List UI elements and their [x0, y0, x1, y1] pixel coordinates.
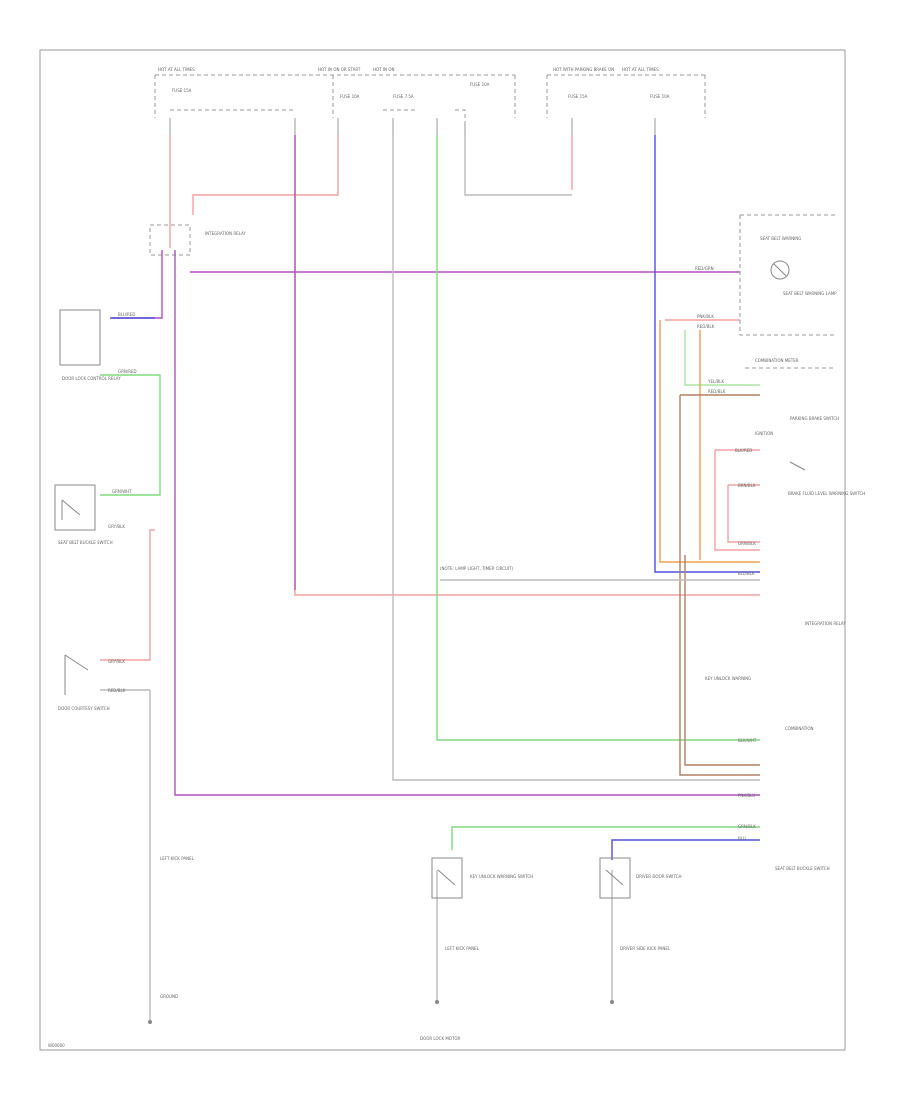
wire-brown-1 [679, 394, 760, 776]
wire-gray-5 [436, 870, 613, 1000]
wire-red-long [294, 135, 760, 596]
wire-code-1: BLU/RED [118, 312, 135, 317]
wire-green-4 [684, 330, 760, 386]
wire-code-6: RED/BLK [108, 688, 126, 693]
label-fuse-6: FUSE 10A [650, 94, 670, 99]
label-right-connector-b: COMBINATION [785, 726, 814, 731]
label-top-mid-group-2: HOT IN ON [373, 67, 394, 72]
wire-code-3: GRN/WHT [112, 489, 132, 494]
seat-belt-warning-box [739, 214, 835, 336]
wire-code-18: GRN/BLK [738, 824, 756, 829]
wire-code-5: GRY/BLK [108, 659, 125, 664]
wire-code-7: RED/GRN [695, 266, 714, 271]
label-bottom-mid-2: LEFT KICK PANEL [445, 946, 480, 951]
fuse-box-top-right [546, 74, 706, 118]
key-unlock-switch-box [431, 857, 463, 899]
wire-red-left [100, 529, 155, 661]
label-right-seat-belt-lamp: SEAT BELT WARNING LAMP [783, 291, 837, 296]
label-right-key-unlock: KEY UNLOCK WARNING [705, 676, 751, 681]
wire-green-3 [100, 374, 161, 496]
label-top-right-group: HOT WITH PARKING BRAKE ON [553, 67, 614, 72]
label-bottom-left-1: LEFT KICK PANEL [160, 856, 195, 861]
wire-code-19: BLU [738, 836, 746, 841]
label-right-combination-meter: COMBINATION METER [755, 358, 799, 363]
seat-belt-buckle-box [54, 484, 96, 531]
fuse-bracket-2 [383, 109, 466, 125]
lamp-cross [773, 263, 787, 277]
wire-brown-2 [684, 555, 760, 766]
wire-blue-2 [611, 839, 760, 860]
label-fuse-3: FUSE 7.5A [393, 94, 414, 99]
wire-code-13: BRN/BLK [738, 483, 756, 488]
diagram-frame [39, 49, 846, 1051]
label-bottom-left-2: GROUND [160, 994, 178, 999]
wire-red-right [714, 449, 760, 551]
fuse-box-top-left [154, 74, 516, 118]
wire-purple-4 [112, 250, 163, 319]
wire-blue-1 [654, 135, 760, 573]
wire-code-4: GRY/BLK [108, 524, 125, 529]
wire-code-16: BLK/WHT [738, 738, 757, 743]
wire-gray-1 [392, 135, 760, 781]
label-fuse-2: FUSE 10A [340, 94, 360, 99]
label-bottom-mid-3: DOOR LOCK MOTOR [420, 1036, 461, 1041]
wire-code-10: YEL/BLK [707, 379, 725, 384]
label-bottom-right-1: DRIVER DOOR SWITCH [636, 874, 681, 879]
label-left-unit-1: DOOR LOCK CONTROL RELAY [62, 376, 121, 381]
wire-code-8: PNK/BLK [697, 314, 714, 319]
footer-code: W00000 [48, 1043, 65, 1048]
parking-switch-icon [789, 461, 806, 471]
wire-code-2: GRN/RED [118, 369, 137, 374]
ground-icon-2 [435, 1000, 439, 1004]
door-switch-icon [64, 654, 89, 695]
wire-red-right-2 [727, 484, 760, 543]
wire-green-1 [436, 135, 760, 741]
wire-code-15: BLU/BLK [738, 571, 755, 576]
label-right-ecu: INTEGRATION RELAY [805, 621, 846, 626]
label-top-far-right-group: HOT AT ALL TIMES [622, 67, 659, 72]
driver-switch-icon [605, 869, 624, 886]
key-switch-icon [437, 869, 456, 886]
switch-icon [61, 499, 81, 520]
label-fuse-4: FUSE 10A [470, 82, 490, 87]
wire-gray-4 [100, 689, 151, 1020]
label-left-unit-2: SEAT BELT BUCKLE SWITCH [58, 540, 113, 545]
wire-orange-1 [659, 320, 760, 563]
warning-lamp-icon [770, 260, 790, 280]
label-fuse-5: FUSE 15A [568, 94, 588, 99]
label-center-note: (NOTE: LAMP LIGHT, TIMER CIRCUIT) [440, 566, 514, 571]
label-top-mid-group: HOT IN ON OR START [318, 67, 361, 72]
wire-code-12: BLK/RED [735, 448, 752, 453]
wire-green-2 [451, 826, 760, 850]
wire-code-17: PNK/BLU [738, 793, 755, 798]
ground-icon [148, 1020, 152, 1024]
wire-code-9: RED/BLK [697, 324, 715, 329]
label-right-parking-brake: PARKING BRAKE SWITCH [790, 416, 839, 421]
fuse-stubs [169, 118, 656, 135]
label-relay-junction: INTEGRATION RELAY [205, 231, 246, 236]
wire-gray-2 [464, 135, 572, 196]
label-right-connector-a: IGNITION [755, 431, 773, 436]
label-seat-belt-warning: SEAT BELT WARNING [760, 236, 801, 241]
label-left-unit-3: DOOR COURTESY SWITCH [58, 706, 110, 711]
wire-code-11: RED/BLK [708, 389, 726, 394]
label-top-left-group: HOT AT ALL TIMES [158, 67, 195, 72]
door-lock-relay-box [59, 309, 101, 366]
label-bottom-mid-1: KEY UNLOCK WARNING SWITCH [470, 874, 533, 879]
label-right-bottom: SEAT BELT BUCKLE SWITCH [775, 866, 830, 871]
label-bottom-right-2: DRIVER SIDE KICK PANEL [620, 946, 671, 951]
wire-code-14: GRN/BLK [738, 541, 756, 546]
wire-red-2 [192, 135, 339, 215]
label-right-brake-fluid: BRAKE FLUID LEVEL WARNING SWITCH [788, 491, 865, 496]
ground-icon-3 [610, 1000, 614, 1004]
label-fuse-1: FUSE 15A [172, 88, 192, 93]
driver-door-switch-box [599, 857, 631, 899]
wire-purple-2 [174, 250, 760, 796]
